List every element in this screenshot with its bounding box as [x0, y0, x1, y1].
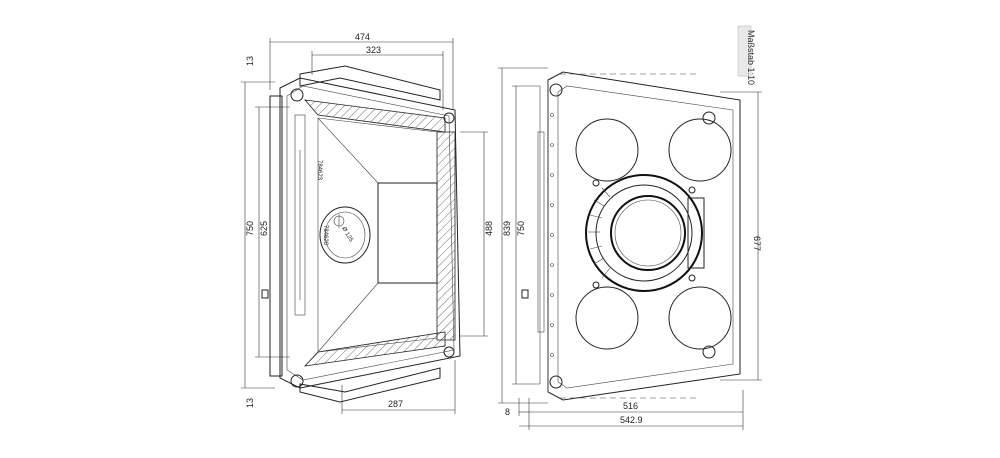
dim-516-label: 516	[623, 401, 638, 411]
dim-839-label: 839	[502, 221, 512, 236]
dim-top-inner: 323	[311, 45, 444, 110]
opening-circle	[575, 118, 639, 182]
flue-opening	[610, 195, 686, 271]
dim-474-label: 474	[355, 32, 370, 42]
dim-top-width: 474	[269, 32, 454, 110]
dim-8-label: 8	[505, 407, 510, 417]
screw-icon	[702, 111, 716, 125]
right-front-view: 839 750 677 8 516 542.9	[498, 67, 762, 430]
dim-right-view-677: 677	[720, 91, 762, 381]
dim-677-label: 677	[752, 236, 762, 251]
dim-287-label: 287	[388, 399, 403, 409]
left-body-outline	[261, 65, 461, 403]
rivet-row	[550, 113, 554, 357]
screw-icon	[702, 345, 716, 359]
scale-label: Maßstab 1:10	[746, 30, 756, 85]
dim-right-height: 488	[460, 131, 494, 337]
screw-icon	[549, 83, 563, 97]
dim-13-top-label: 13	[245, 56, 255, 66]
scale-badge: Maßstab 1:10	[737, 25, 756, 85]
screw-icon	[443, 112, 455, 124]
dim-left-verticals: 750 625 13 13	[241, 56, 290, 408]
opening-circle	[668, 118, 732, 182]
screw-icon	[443, 346, 455, 358]
part-label-784620: 784620	[322, 225, 328, 246]
flue-fins	[588, 187, 611, 279]
right-body-outline	[521, 71, 741, 401]
opening-circle	[668, 286, 732, 350]
dim-750-label: 750	[245, 221, 255, 236]
dim-right-view-verticals: 839 750	[498, 67, 548, 404]
dim-323-label: 323	[366, 45, 381, 55]
screw-icon	[549, 375, 563, 389]
opening-circle	[575, 286, 639, 350]
dim-625-label: 625	[259, 221, 269, 236]
screw-icon	[290, 88, 304, 102]
dim-right-view-bottom: 8 516 542.9	[505, 390, 744, 430]
dim-750-right-label: 750	[516, 221, 526, 236]
dim-bottom-width: 287	[341, 360, 456, 414]
dim-542-label: 542.9	[620, 415, 643, 425]
dim-diameter-label: Ø 125	[340, 226, 354, 244]
dim-488-label: 488	[484, 221, 494, 236]
dim-13-bottom-label: 13	[245, 398, 255, 408]
part-label-784623: 784623	[316, 160, 322, 181]
screw-icon	[290, 374, 304, 388]
left-side-view: 474 323 750 625 13 13 488	[241, 32, 494, 414]
flue-outer-ring	[585, 174, 703, 292]
